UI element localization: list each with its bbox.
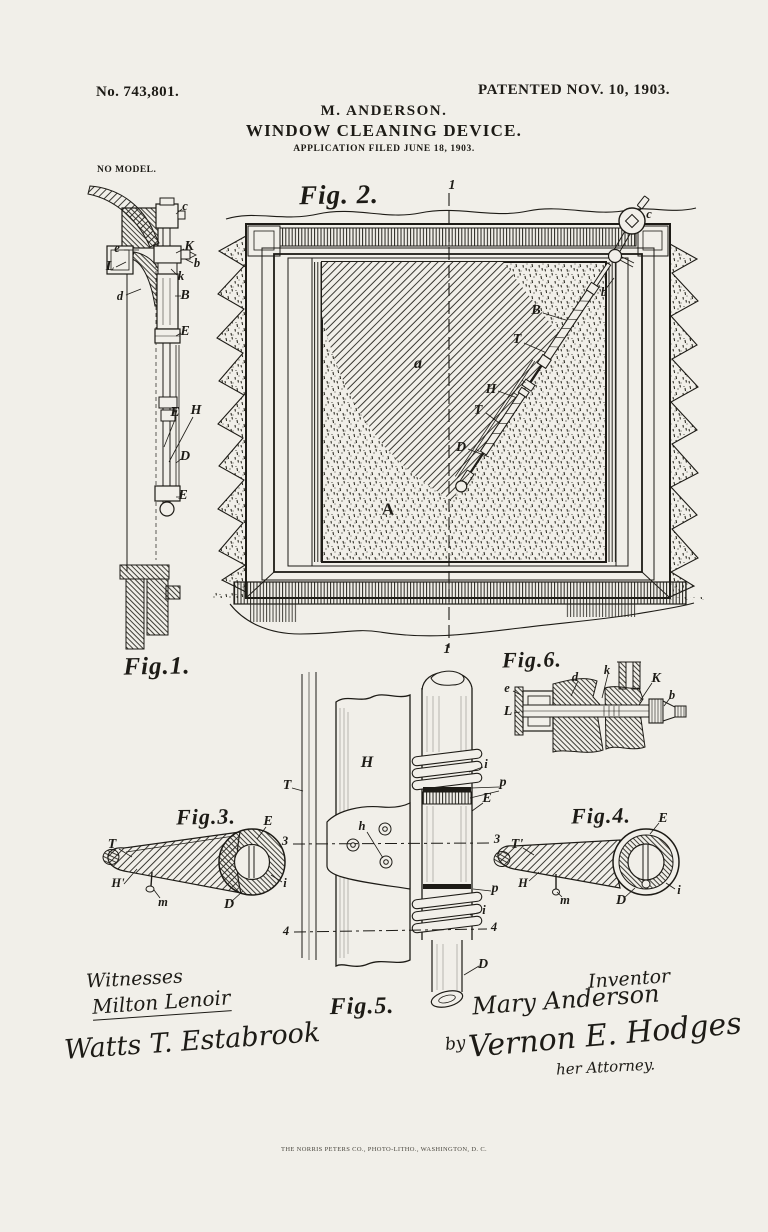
- by-label: by: [444, 1032, 467, 1056]
- fig3-ref-E: E: [263, 814, 273, 829]
- fig2-wiper-arm: [454, 262, 612, 493]
- fig1-ref-H: H: [190, 403, 202, 418]
- fig5-section3-left: 3: [281, 833, 289, 848]
- fig2-ref-a: a: [414, 355, 422, 372]
- fig1-ref-c: c: [182, 198, 188, 213]
- fig1-ref-D: D: [179, 449, 191, 464]
- fig2-window-drawing: [206, 193, 712, 648]
- patent-title: WINDOW CLEANING DEVICE.: [245, 121, 523, 140]
- fig5-ref-T: T: [282, 778, 292, 793]
- fig5-drawing: [291, 670, 500, 1008]
- fig4-drawing: [493, 822, 680, 899]
- fig3-drawing: [102, 826, 286, 903]
- fig2-ref-1top: 1: [448, 178, 456, 193]
- fig5-ref-i1: i: [484, 756, 488, 771]
- fig3-ref-H: H': [111, 875, 125, 890]
- fig2-ref-T2: T: [473, 403, 483, 418]
- fig2-ref-A: A: [381, 499, 395, 519]
- fig3-ref-T: T: [107, 837, 117, 852]
- fig2-ref-1bottom: 1: [443, 642, 451, 657]
- printer-line: THE NORRIS PETERS CO., PHOTO-LITHO., WAS…: [281, 1146, 487, 1153]
- fig2-ref-b: b: [600, 284, 608, 299]
- fig4-ref-T: T': [510, 837, 524, 852]
- fig2-crank-handle: [607, 195, 650, 268]
- fig4-ref-i: i: [677, 882, 681, 897]
- fig1-ref-K: K: [184, 239, 194, 254]
- fig4-ref-m: m: [560, 892, 570, 907]
- fig1-ref-k: k: [177, 268, 185, 283]
- fig1-ref-E1: E: [180, 324, 190, 339]
- application-line: APPLICATION FILED JUNE 18, 1903.: [293, 144, 475, 154]
- fig5-section4-left: 4: [282, 923, 290, 938]
- fig5-label: Fig.5.: [329, 992, 395, 1021]
- fig4-ref-H: H: [518, 875, 528, 890]
- fig5-ref-E: E: [482, 791, 492, 806]
- fig2-ref-T1: T: [512, 332, 522, 347]
- fig1-ref-E3: E: [178, 488, 188, 503]
- fig5-ref-h: h: [358, 818, 366, 833]
- patent-number: No. 743,801.: [96, 84, 180, 100]
- fig4-ref-D: D: [615, 893, 627, 908]
- fig6-drawing: [512, 661, 687, 753]
- fig6-ref-K: K: [651, 671, 661, 686]
- fig1-ref-d: d: [116, 288, 124, 303]
- fig5-section3-right: 3: [493, 831, 501, 846]
- fig2-ref-c: c: [646, 206, 652, 221]
- fig1-ref-e: e: [114, 240, 120, 255]
- fig4-label: Fig.4.: [570, 802, 632, 829]
- fig4-ref-E: E: [658, 811, 668, 826]
- fig1-drawing: [87, 185, 197, 650]
- fig5-section4-right: 4: [490, 919, 498, 934]
- fig6-ref-k: k: [603, 662, 611, 677]
- fig1-ref-E2: E: [170, 405, 180, 420]
- patent-date: PATENTED NOV. 10, 1903.: [478, 82, 671, 98]
- fig5-ref-D: D: [477, 957, 489, 972]
- fig2-label: Fig. 2.: [298, 178, 380, 211]
- fig3-label: Fig.3.: [175, 803, 237, 830]
- fig6-label: Fig.6.: [501, 646, 563, 673]
- fig3-ref-m: m: [158, 894, 168, 909]
- no-model-note: NO MODEL.: [97, 165, 157, 175]
- inventor-name-line: M. ANDERSON.: [320, 103, 448, 119]
- fig2-ref-B: B: [531, 303, 541, 318]
- fig6-ref-d: d: [571, 669, 579, 684]
- fig5-ref-p1: p: [499, 775, 507, 790]
- fig3-ref-D: D: [223, 897, 235, 912]
- fig1-ref-B: B: [180, 288, 190, 303]
- fig3-ref-i: i: [283, 875, 287, 890]
- fig2-ref-D: D: [455, 440, 467, 455]
- fig5-ref-H: H: [360, 754, 374, 771]
- fig1-label: Fig.1.: [123, 652, 191, 681]
- fig1-ref-b: b: [193, 255, 201, 270]
- fig5-ref-i2: i: [482, 902, 486, 917]
- fig5-ref-p2: p: [491, 881, 499, 896]
- fig2-ref-H: H: [485, 382, 497, 397]
- fig1-ref-L: L: [105, 259, 115, 274]
- fig6-ref-L: L: [503, 704, 513, 719]
- fig6-ref-b: b: [668, 687, 676, 702]
- fig6-ref-e: e: [504, 680, 510, 695]
